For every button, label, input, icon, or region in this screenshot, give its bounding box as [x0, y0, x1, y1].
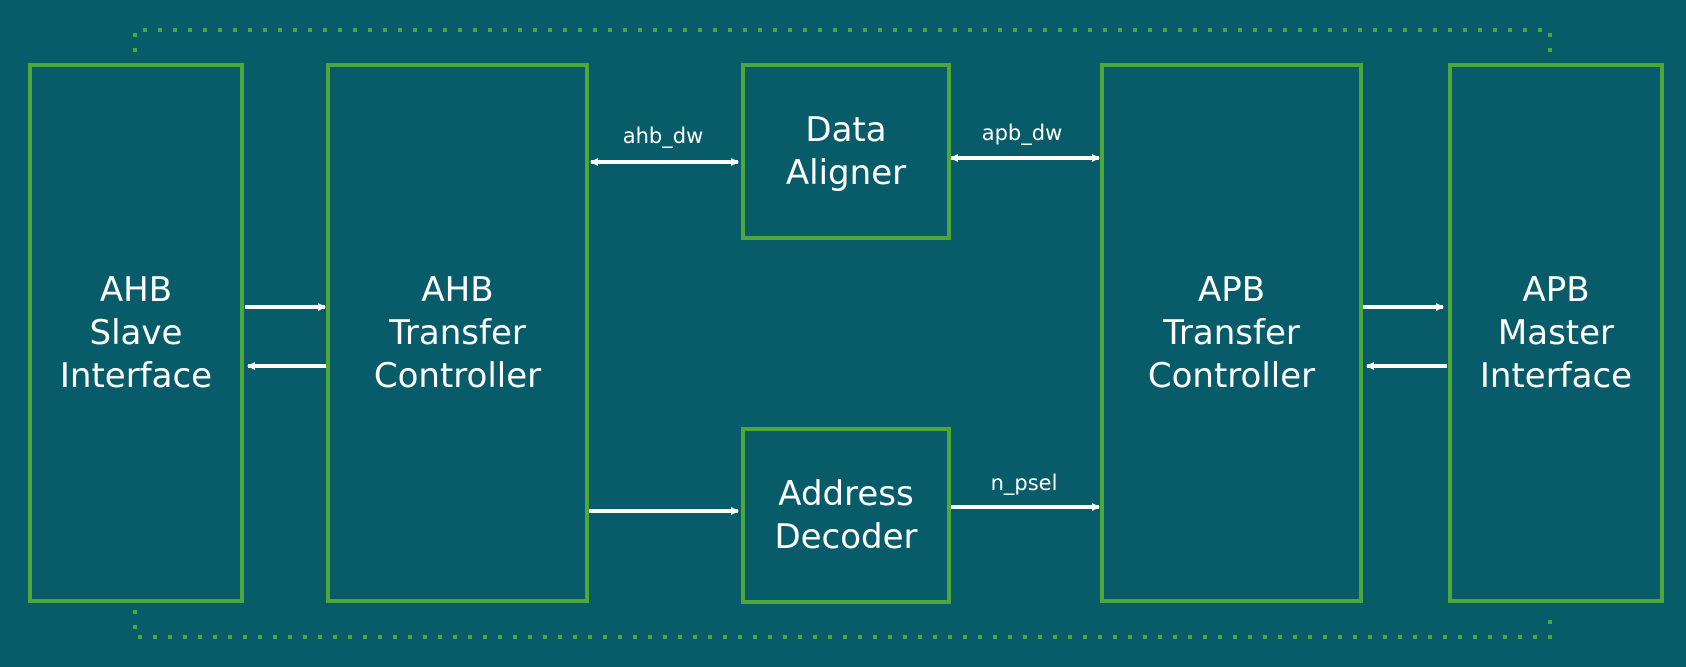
ahb-transfer-controller-block: AHB Transfer Controller: [326, 63, 589, 603]
address-decoder-block: Address Decoder: [741, 427, 951, 604]
signal-label-ahb-dw: ahb_dw: [622, 124, 704, 148]
ahb-transfer-controller-label: AHB Transfer Controller: [373, 269, 542, 396]
apb-transfer-controller-block: APB Transfer Controller: [1100, 63, 1363, 603]
signal-label-apb-dw: apb_dw: [981, 121, 1063, 145]
signal-label-n-psel: n_psel: [990, 471, 1058, 495]
dotted-loop-top: [133, 28, 1552, 62]
apb-master-interface-block: APB Master Interface: [1448, 63, 1664, 603]
ahb-slave-interface-label: AHB Slave Interface: [59, 269, 213, 396]
address-decoder-label: Address Decoder: [774, 473, 918, 557]
ahb-slave-interface-block: AHB Slave Interface: [28, 63, 244, 603]
data-aligner-label: Data Aligner: [785, 109, 907, 193]
apb-master-interface-label: APB Master Interface: [1479, 269, 1633, 396]
dotted-loop-bottom: [133, 610, 1552, 639]
apb-transfer-controller-label: APB Transfer Controller: [1147, 269, 1316, 396]
data-aligner-block: Data Aligner: [741, 63, 951, 240]
